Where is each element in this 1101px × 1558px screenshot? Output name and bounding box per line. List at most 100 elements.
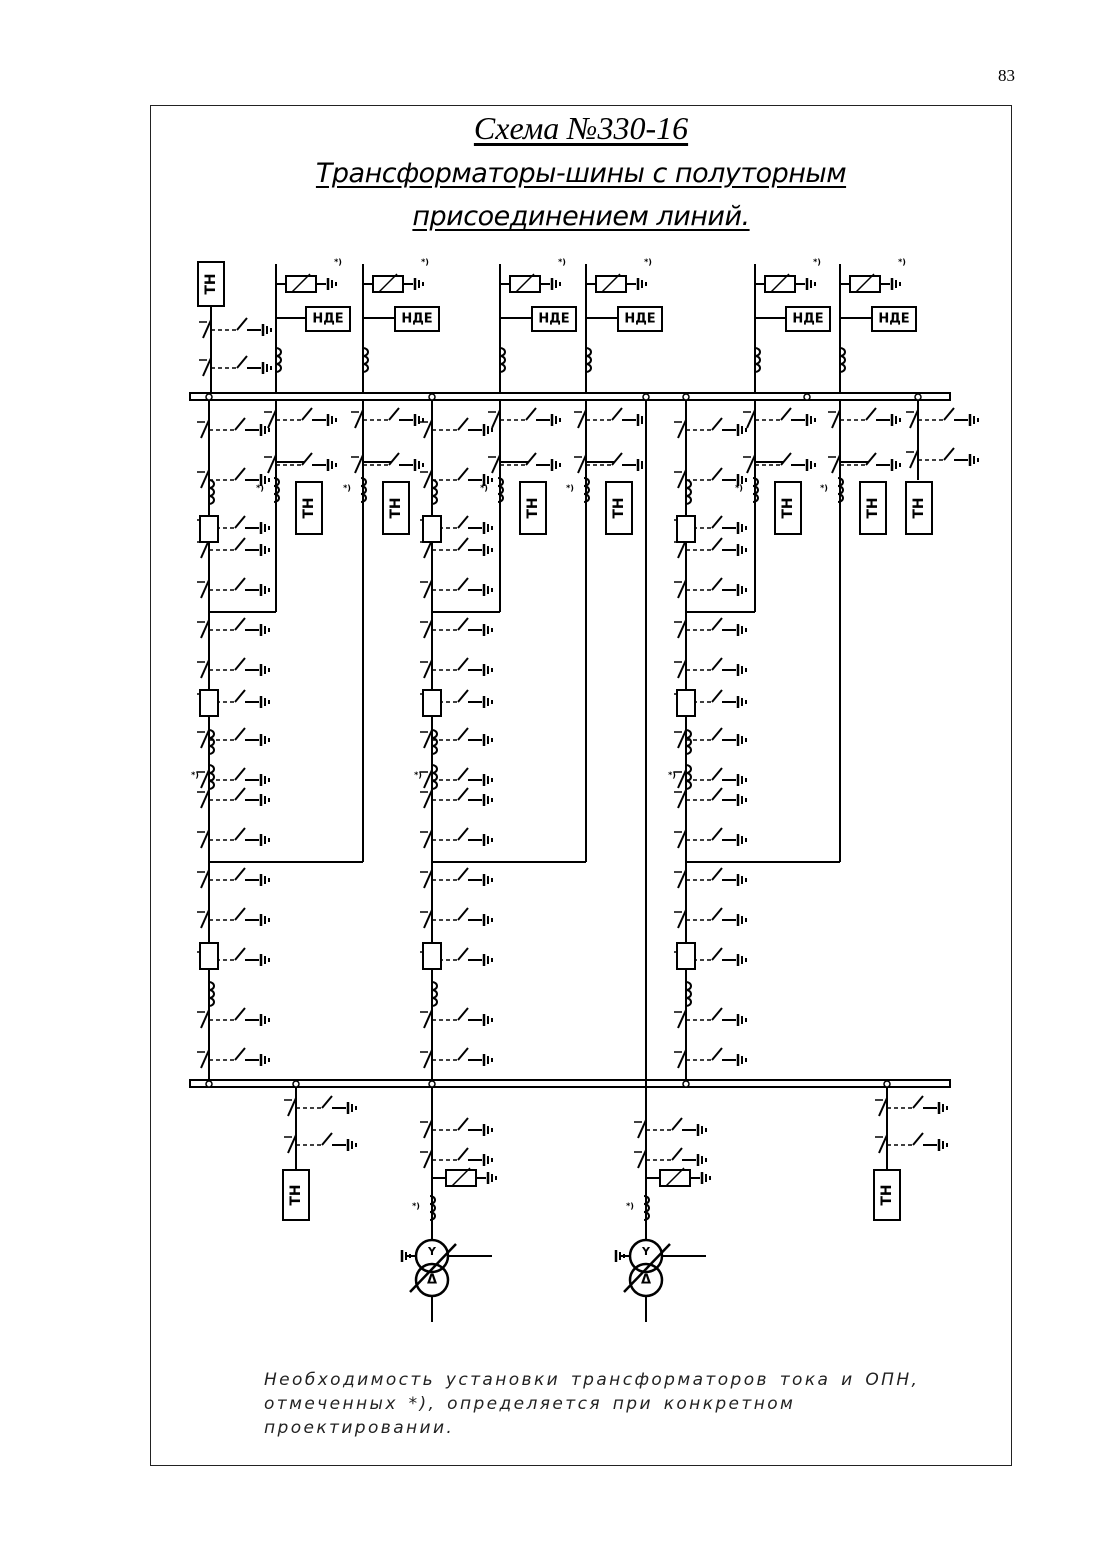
- bus-node: [428, 1080, 436, 1088]
- hf-coupling-box: [531, 306, 577, 332]
- bus-nodes: [205, 393, 922, 1088]
- voltage-transformer: [197, 261, 225, 307]
- optional-mark: *): [343, 484, 351, 493]
- subtitle-line-1: Трансформаторы-шины с полуторным: [315, 158, 847, 189]
- bus-node: [682, 1080, 690, 1088]
- optional-mark: *): [626, 1202, 634, 1211]
- nde-label: НДЕ: [878, 312, 909, 327]
- optional-mark: *): [898, 258, 906, 267]
- voltage-transformer: [905, 481, 933, 535]
- subtitle-line-2: присоединением линий.: [412, 201, 750, 232]
- vt-label: ТН: [288, 1184, 304, 1205]
- voltage-transformer: [382, 481, 410, 535]
- upper-busbar: [189, 392, 951, 401]
- nde-label: НДЕ: [792, 312, 823, 327]
- nde-label: НДЕ: [624, 312, 655, 327]
- circuit-breaker: [199, 942, 219, 970]
- optional-mark: *): [414, 771, 422, 780]
- nde-label: НДЕ: [401, 312, 432, 327]
- voltage-transformer: [295, 481, 323, 535]
- drawing-frame: [150, 105, 1012, 1466]
- line-ties: [209, 470, 841, 863]
- bus-node: [642, 393, 650, 401]
- line-vt-cell-5: *) ТН: [735, 400, 816, 535]
- breaker-column-1: *): [191, 400, 270, 1080]
- bus-node: [205, 393, 213, 401]
- optional-mark: *): [813, 258, 821, 267]
- line-vt-cell-4: *) ТН: [566, 400, 647, 535]
- bus-node: [428, 393, 436, 401]
- bus-node: [205, 1080, 213, 1088]
- breaker-column-3: *): [668, 400, 747, 1080]
- autotransformer-2: *) Δ Y: [614, 1087, 711, 1322]
- delta-symbol: Δ: [427, 1273, 437, 1288]
- autotransformer-1: *) Δ Y: [400, 1087, 497, 1322]
- vt-label: ТН: [780, 497, 796, 518]
- optional-mark: *): [480, 484, 488, 493]
- vt-label: ТН: [301, 497, 317, 518]
- footnote: Необходимость установки трансформаторов …: [264, 1370, 920, 1438]
- page-number: 83: [998, 66, 1015, 85]
- bus-node: [914, 393, 922, 401]
- voltage-transformer: [873, 1169, 901, 1221]
- optional-mark: *): [558, 258, 566, 267]
- optional-mark: *): [191, 771, 199, 780]
- optional-mark: *): [412, 1202, 420, 1211]
- scheme-title: Схема №330-16: [473, 110, 689, 146]
- busbars: [189, 392, 951, 1088]
- circuit-breaker: [676, 689, 696, 717]
- circuit-breaker: [676, 942, 696, 970]
- optional-mark: *): [668, 771, 676, 780]
- circuit-breaker: [422, 515, 442, 543]
- line-vt-cell-3: *) ТН: [480, 400, 561, 535]
- optional-mark: *): [334, 258, 342, 267]
- line-feeder-3: НДЕ *): [499, 258, 577, 393]
- scheme-subtitle: Трансформаторы-шины с полуторным присоед…: [150, 152, 1012, 238]
- optional-mark: *): [421, 258, 429, 267]
- optional-mark: *): [566, 484, 574, 493]
- bus-node: [682, 393, 690, 401]
- line-feeder-1: НДЕ*): [275, 258, 351, 393]
- voltage-transformer: [774, 481, 802, 535]
- lower-vt-cell-2: ТН: [873, 1087, 948, 1221]
- bus-node: [292, 1080, 300, 1088]
- vt-label: ТН: [388, 497, 404, 518]
- vt-label: ТН: [879, 1184, 895, 1205]
- line-feeder-4: НДЕ *): [585, 258, 663, 393]
- voltage-transformer: [605, 481, 633, 535]
- nde-label: НДЕ: [538, 312, 569, 327]
- lower-busbar: [189, 1079, 951, 1088]
- line-vt-cell-1: *) ТН: [256, 400, 337, 535]
- line-feeder-2: НДЕ *): [362, 258, 440, 393]
- circuit-breaker: [422, 689, 442, 717]
- voltage-transformer: [859, 481, 887, 535]
- bus-node: [803, 393, 811, 401]
- optional-mark: *): [256, 484, 264, 493]
- circuit-breaker: [199, 515, 219, 543]
- star-symbol: Y: [641, 1245, 651, 1258]
- voltage-transformer: [282, 1169, 310, 1221]
- circuit-breaker: [199, 689, 219, 717]
- hf-coupling-box: [394, 306, 440, 332]
- line-feeder-5: НДЕ *): [754, 258, 831, 393]
- vt-label: ТН: [525, 497, 541, 518]
- vt-label: ТН: [865, 497, 881, 518]
- optional-mark: *): [644, 258, 652, 267]
- delta-symbol: Δ: [641, 1273, 651, 1288]
- vt-label: ТН: [611, 497, 627, 518]
- vt-label: ТН: [203, 273, 219, 294]
- breaker-column-2: *): [414, 400, 493, 1080]
- upper-vt-cell: ТН: [197, 261, 272, 393]
- circuit-breaker: [676, 515, 696, 543]
- star-symbol: Y: [427, 1245, 437, 1258]
- hf-coupling-box: [785, 306, 831, 332]
- lower-vt-cell-1: ТН: [282, 1087, 357, 1221]
- optional-mark: *): [735, 484, 743, 493]
- line-feeder-6: НДЕ *): [839, 258, 917, 393]
- circuit-breaker: [422, 942, 442, 970]
- bus-node: [883, 1080, 891, 1088]
- hf-coupling-box: [305, 306, 351, 332]
- vt-label: ТН: [911, 497, 927, 518]
- line-vt-cell-6: *)ТН: [820, 400, 901, 535]
